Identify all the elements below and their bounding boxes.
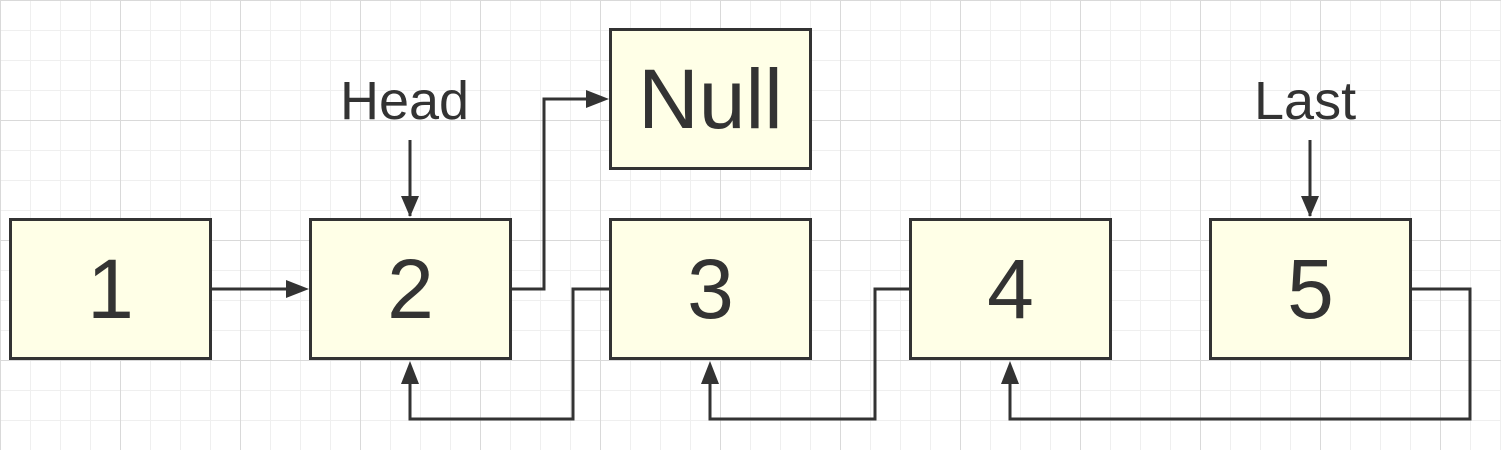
node-2-text: 2 [387, 242, 434, 336]
null-node-text: Null [638, 52, 783, 146]
node-5-text: 5 [1287, 242, 1334, 336]
node-1[interactable]: 1 [9, 218, 212, 360]
head-label: Head [340, 71, 470, 131]
arrowhead-head-to-node-2 [401, 196, 419, 217]
node-1-text: 1 [87, 242, 134, 336]
node-2[interactable]: 2 [309, 218, 512, 360]
arrow-node-4-to-node-3 [708, 287, 909, 421]
arrowhead-node-2-to-null [586, 90, 609, 108]
arrow-node-3-to-node-2 [408, 287, 609, 421]
arrowhead-last-to-node-5 [1301, 196, 1319, 217]
arrowhead-node-4-to-node-3 [701, 361, 719, 384]
node-4-text: 4 [987, 242, 1034, 336]
node-5[interactable]: 5 [1209, 218, 1412, 360]
arrowhead-node-3-to-node-2 [401, 361, 419, 384]
arrowhead-node-1-to-node-2 [286, 280, 309, 298]
null-node[interactable]: Null [609, 28, 812, 170]
node-3-text: 3 [687, 242, 734, 336]
node-4[interactable]: 4 [909, 218, 1112, 360]
node-3[interactable]: 3 [609, 218, 812, 360]
last-label: Last [1254, 71, 1357, 131]
arrow-node-2-to-null [512, 97, 588, 291]
arrowhead-node-5-to-node-4 [1001, 361, 1019, 384]
arrow-node-5-to-node-4 [1008, 287, 1472, 421]
